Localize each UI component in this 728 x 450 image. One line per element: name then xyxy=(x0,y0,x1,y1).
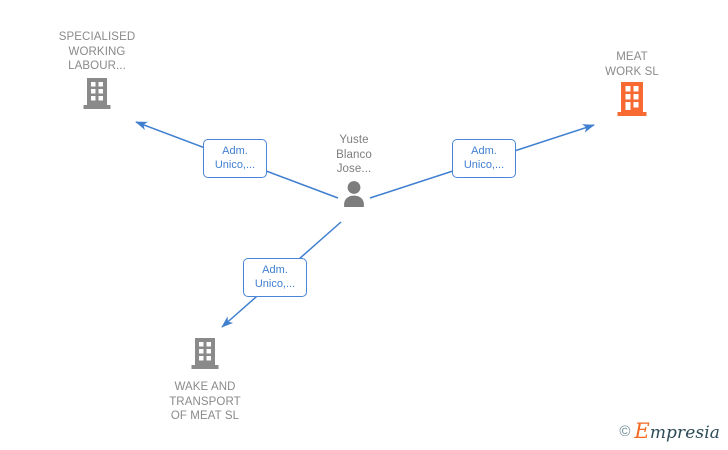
node-label-wake-and-transport-of-meat-sl: WAKE AND TRANSPORT OF MEAT SL xyxy=(169,381,241,422)
node-yuste-blanco-jose[interactable]: Yuste Blanco Jose... xyxy=(279,133,429,214)
empresia-watermark: © Empresia xyxy=(619,421,720,442)
copyright-icon: © xyxy=(619,423,631,440)
person-icon xyxy=(279,179,429,214)
node-meat-work-sl[interactable]: MEAT WORK SL xyxy=(557,50,707,122)
brand-name: Empresia xyxy=(634,421,720,442)
edge-label-meat-work-sl[interactable]: Adm. Unico,... xyxy=(452,139,516,178)
edge-label-wake-and-transport-of-meat-sl[interactable]: Adm. Unico,... xyxy=(243,258,307,297)
brand-rest: mpresia xyxy=(649,423,720,443)
building-icon xyxy=(557,81,707,122)
node-specialised-working-labour[interactable]: SPECIALISED WORKING LABOUR... xyxy=(22,30,172,115)
node-wake-and-transport-of-meat-sl[interactable]: WAKE AND TRANSPORT OF MEAT SL xyxy=(130,333,280,424)
building-icon xyxy=(130,336,280,375)
edge-label-specialised-working-labour[interactable]: Adm. Unico,... xyxy=(203,139,267,178)
node-label-yuste-blanco-jose: Yuste Blanco Jose... xyxy=(336,134,372,175)
node-label-specialised-working-labour: SPECIALISED WORKING LABOUR... xyxy=(58,31,136,72)
node-label-meat-work-sl: MEAT WORK SL xyxy=(605,51,659,78)
building-icon xyxy=(22,76,172,115)
brand-initial: E xyxy=(634,419,650,443)
